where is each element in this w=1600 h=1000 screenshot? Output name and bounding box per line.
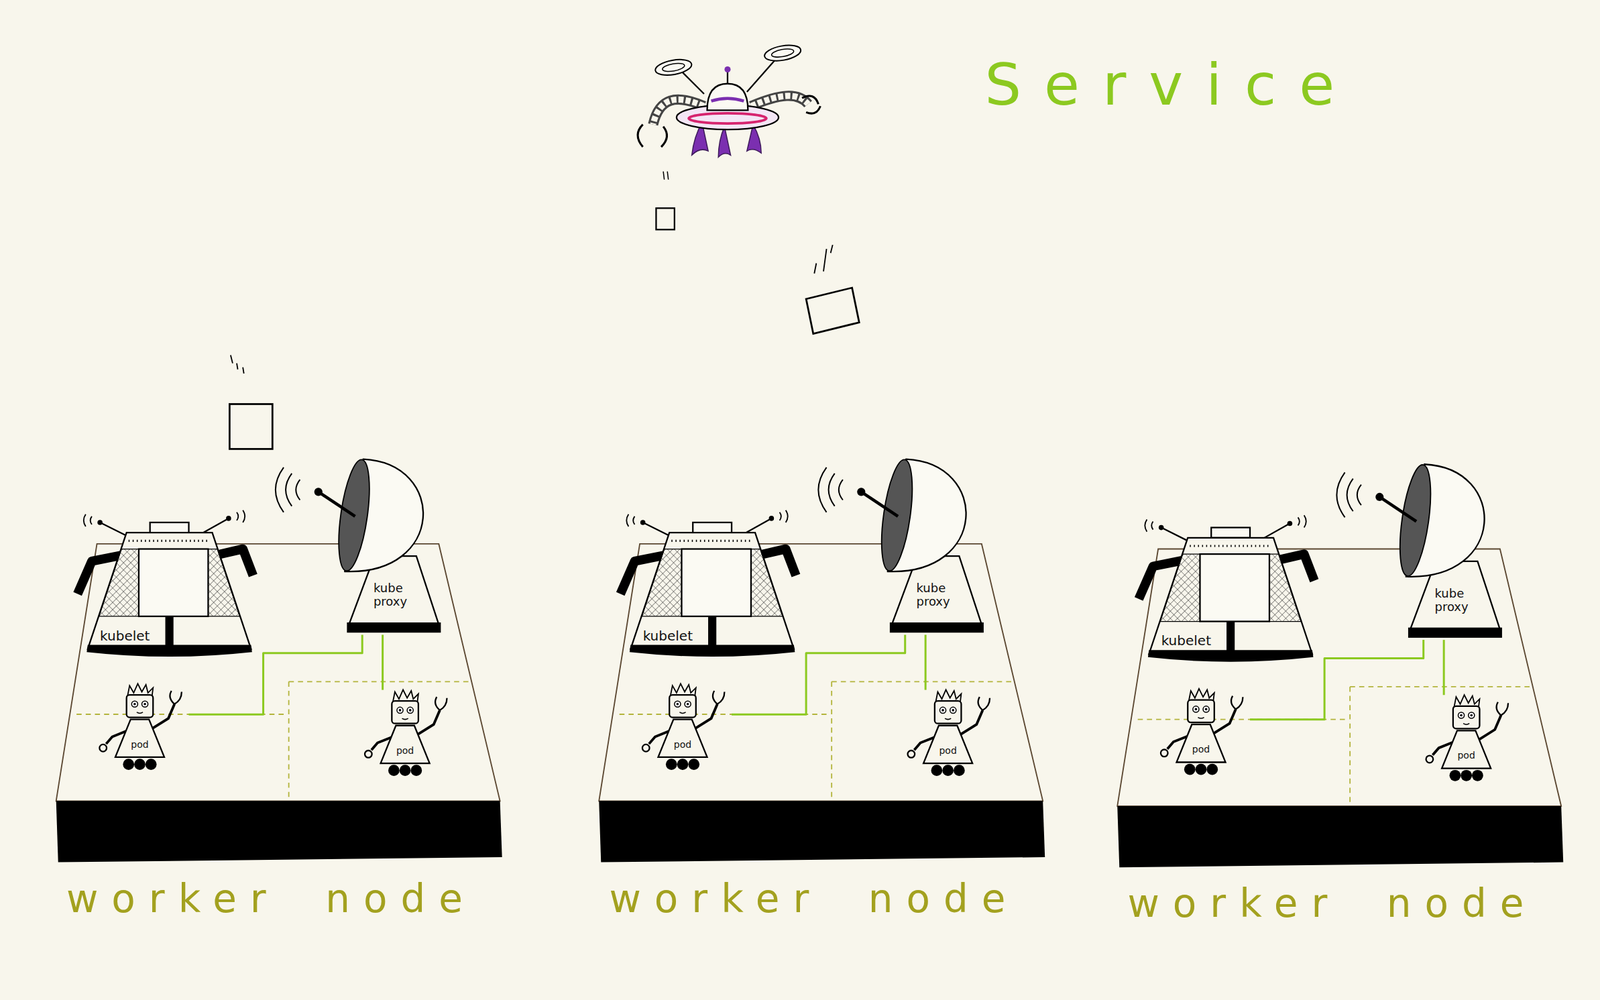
- service-route: [924, 634, 927, 690]
- service-route: [381, 634, 384, 690]
- propeller-stalk: [681, 71, 704, 94]
- packet: [229, 403, 273, 449]
- drone-claw: [802, 95, 821, 114]
- kube-proxy-dish-label: kube proxy: [1434, 586, 1468, 614]
- worker-node-figure: [56, 458, 503, 863]
- kube-proxy-dish: kube proxy: [275, 449, 444, 636]
- service-route: [1249, 639, 1424, 720]
- worker-node-label: worker node: [66, 875, 477, 923]
- worker-node: worker node kubelet kube proxy pod pod: [594, 449, 1049, 931]
- pod-robot: pod: [97, 683, 190, 774]
- worker-node-label: worker node: [1127, 880, 1537, 928]
- propeller: [653, 56, 693, 78]
- kubelet-robot-label: kubelet: [643, 627, 693, 644]
- worker-node: worker node kubelet kube proxy pod pod: [50, 449, 505, 931]
- pod-robot-label: pod: [119, 738, 161, 751]
- pod-robot-label: pod: [927, 745, 969, 757]
- worker-node: worker node kubelet kube proxy pod pod: [1112, 453, 1567, 936]
- pod-robot-label: pod: [384, 745, 426, 757]
- kubelet-robot: kubelet: [612, 508, 800, 658]
- pod-robot: pod: [362, 690, 454, 780]
- packet: [806, 287, 860, 334]
- drone-antenna-tip: [724, 66, 731, 73]
- worker-node-label: worker node: [608, 875, 1019, 923]
- service-drone: [637, 42, 821, 157]
- kubelet-robot: kubelet: [69, 508, 257, 658]
- pod-robot-label: pod: [662, 738, 704, 751]
- kubelet-robot: kubelet: [1130, 512, 1319, 662]
- drone-arm: [751, 95, 809, 106]
- kube-proxy-dish: kube proxy: [1336, 453, 1505, 640]
- worker-node-figure: [1117, 462, 1564, 868]
- kubelet-robot-label: kubelet: [99, 627, 150, 644]
- motion-tick: [663, 171, 669, 180]
- pod-robot: pod: [1423, 694, 1516, 785]
- service-route: [731, 634, 906, 715]
- propeller: [661, 61, 686, 73]
- drone-band: [688, 113, 767, 124]
- propeller: [763, 42, 803, 64]
- kubelet-robot-label: kubelet: [1161, 632, 1212, 649]
- service-route: [188, 634, 363, 715]
- kube-proxy-dish-label: kube proxy: [373, 581, 408, 609]
- pod-robot-label: pod: [1180, 743, 1222, 756]
- packet: [655, 207, 674, 230]
- drone-dome-band: [711, 98, 745, 102]
- kube-proxy-dish-label: kube proxy: [916, 581, 950, 609]
- propeller-stalk: [747, 56, 778, 92]
- drone-arm-segments: [751, 95, 809, 106]
- pod-robot: pod: [1158, 688, 1250, 779]
- drone-dome: [707, 83, 749, 111]
- propeller: [771, 47, 795, 59]
- drone-claw: [637, 124, 667, 147]
- pod-robot-label: pod: [1445, 749, 1487, 762]
- diagram-title: Service: [984, 50, 1358, 119]
- drone-antenna: [726, 71, 729, 84]
- motion-tick: [814, 244, 833, 274]
- pod-robot: pod: [905, 690, 998, 780]
- drone-thruster: [718, 126, 731, 158]
- motion-tick: [230, 354, 245, 373]
- service-route: [1443, 639, 1446, 695]
- pod-robot: pod: [639, 683, 732, 774]
- worker-node-figure: [598, 458, 1045, 863]
- kube-proxy-dish: kube proxy: [818, 449, 987, 636]
